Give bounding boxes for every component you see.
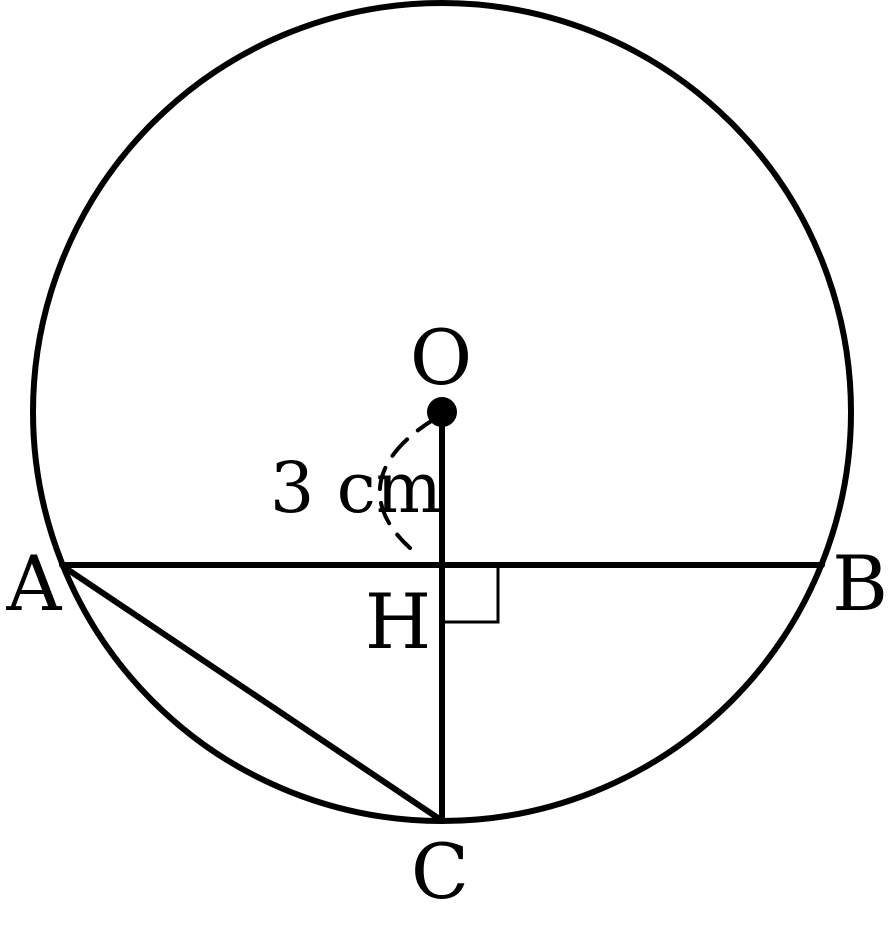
center-point-o <box>427 397 457 427</box>
length-label-oh: 3 cm <box>270 447 442 529</box>
label-a: A <box>6 539 63 628</box>
segment-ac <box>61 564 441 821</box>
label-o: O <box>410 313 472 402</box>
label-h: H <box>365 577 431 666</box>
measurement-arc <box>377 416 438 550</box>
label-b: B <box>832 539 888 628</box>
right-angle-marker <box>442 566 500 624</box>
label-c: C <box>411 827 469 916</box>
